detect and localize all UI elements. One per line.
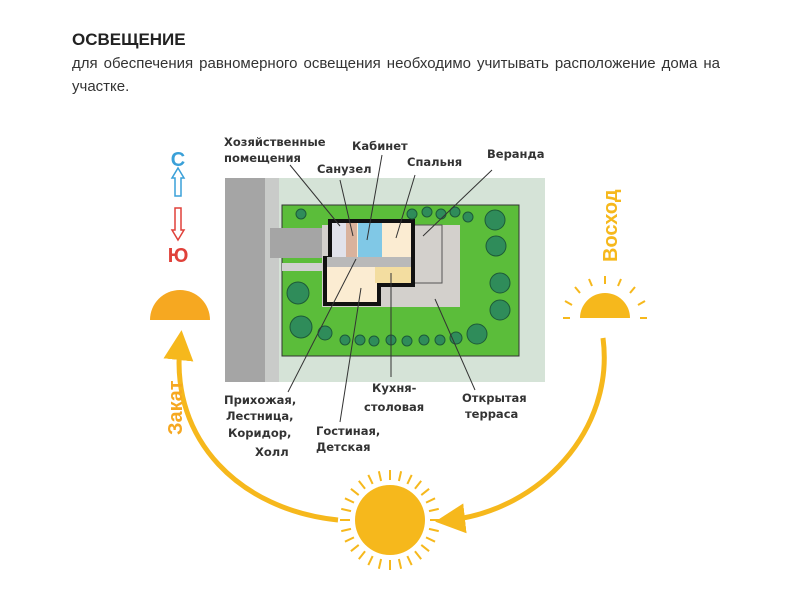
sun-ray bbox=[341, 527, 352, 533]
sunrise-sun-icon bbox=[563, 276, 647, 319]
sun-ray bbox=[377, 471, 383, 482]
compass: С Ю bbox=[168, 149, 189, 267]
label-bathroom: Санузел bbox=[317, 162, 372, 176]
label-terrace-2: терраса bbox=[465, 407, 518, 421]
trees bbox=[286, 206, 511, 347]
sun-ray bbox=[420, 488, 430, 496]
sun-ray bbox=[397, 558, 403, 569]
sun-ray bbox=[341, 507, 352, 513]
label-study: Кабинет bbox=[352, 139, 408, 153]
sunrise-label: Восход bbox=[600, 189, 622, 262]
label-living-2: Детская bbox=[316, 440, 370, 454]
arc-arrow-sunrise-noon bbox=[435, 337, 607, 534]
arrow-down-icon bbox=[170, 207, 186, 242]
leader-lines bbox=[287, 154, 493, 423]
label-bedroom: Спальня bbox=[407, 155, 462, 169]
label-utility: Хозяйственные bbox=[224, 135, 326, 149]
sun-ray bbox=[425, 497, 436, 504]
sun-ray bbox=[425, 536, 436, 543]
label-living: Гостиная, bbox=[316, 424, 380, 438]
sun-ray bbox=[344, 536, 355, 543]
sun-ray bbox=[406, 555, 413, 566]
sunset-label: Закат bbox=[165, 380, 187, 435]
road bbox=[225, 178, 265, 382]
sun-ray bbox=[414, 480, 422, 490]
arrow-up-icon bbox=[170, 166, 186, 197]
label-hall-2: Лестница, bbox=[226, 409, 294, 423]
label-hall-4: Холл bbox=[255, 445, 289, 459]
sun-ray bbox=[428, 527, 439, 533]
label-hall: Прихожая, bbox=[224, 393, 296, 407]
sun-ray bbox=[358, 480, 366, 490]
sun-ray bbox=[414, 550, 422, 560]
label-utility-2: помещения bbox=[224, 151, 301, 165]
sunset-sun-icon bbox=[150, 290, 210, 320]
sun-ray bbox=[344, 497, 355, 504]
label-veranda: Веранда bbox=[487, 147, 545, 161]
sun-ray bbox=[367, 474, 374, 485]
south-label: Ю bbox=[168, 245, 189, 267]
sun-ray bbox=[377, 558, 383, 569]
label-kitchen: Кухня- bbox=[372, 381, 417, 395]
sun-ray bbox=[358, 550, 366, 560]
label-terrace: Открытая bbox=[462, 391, 527, 405]
sun-ray bbox=[367, 555, 374, 566]
page-title: ОСВЕЩЕНИЕ bbox=[72, 30, 186, 49]
sun-ray bbox=[406, 474, 413, 485]
veranda bbox=[412, 224, 443, 284]
north-label: С bbox=[171, 149, 185, 171]
sun-ray bbox=[350, 544, 360, 552]
sun-ray bbox=[428, 507, 439, 513]
arc-arrow-noon-sunset bbox=[163, 330, 339, 523]
sun-path: Восход Закат bbox=[150, 189, 647, 570]
description: для обеспечения равномерного освещения н… bbox=[72, 55, 720, 95]
sun-ray bbox=[420, 544, 430, 552]
label-hall-3: Коридор, bbox=[228, 426, 291, 440]
sun-ray bbox=[397, 471, 403, 482]
site-plan bbox=[225, 178, 545, 382]
sun-ray bbox=[350, 488, 360, 496]
room-labels: Хозяйственные помещения Санузел Кабинет … bbox=[224, 135, 545, 459]
noon-sun-icon bbox=[340, 470, 440, 570]
label-kitchen-2: столовая bbox=[364, 400, 424, 414]
